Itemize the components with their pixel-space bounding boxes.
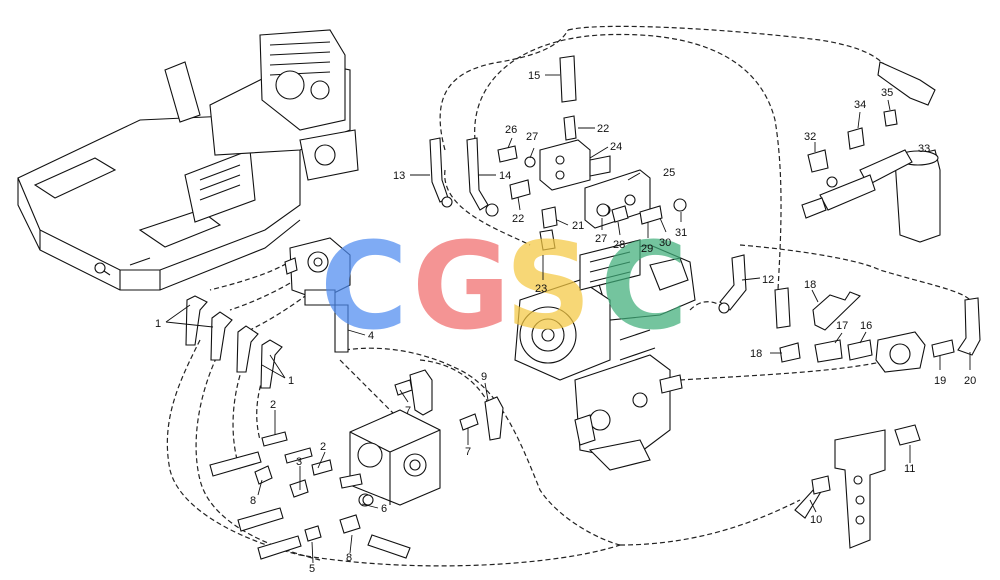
callout-34: 34 <box>854 99 866 111</box>
hose-fittings-1 <box>185 295 283 389</box>
callout-6: 6 <box>381 503 387 515</box>
callout-18: 18 <box>804 279 816 291</box>
callout-2: 2 <box>320 441 326 453</box>
callout-18: 18 <box>750 348 762 360</box>
callout-15: 15 <box>528 70 540 82</box>
callout-12: 12 <box>762 274 774 286</box>
callout-labels: 1 1 2 2 3 4 5 6 7 7 8 8 9 10 11 12 13 14… <box>155 70 976 575</box>
callout-10: 10 <box>810 514 822 526</box>
callout-14: 14 <box>499 170 511 182</box>
callout-30: 30 <box>659 237 671 249</box>
callout-7: 7 <box>465 446 471 458</box>
callout-27: 27 <box>526 131 538 143</box>
callout-22: 22 <box>512 213 524 225</box>
hose-routes <box>166 25 971 567</box>
control-pump-block <box>209 369 504 560</box>
callout-33: 33 <box>918 143 930 155</box>
callout-5: 5 <box>309 563 315 575</box>
leader-lines <box>165 74 971 564</box>
callout-11: 11 <box>904 463 915 475</box>
callout-32: 32 <box>804 131 816 143</box>
callout-4: 4 <box>368 330 374 342</box>
watermark-letter: C <box>320 218 408 357</box>
drive-motor-assembly <box>514 239 696 471</box>
watermark: C G S C <box>320 218 688 357</box>
callout-27: 27 <box>595 233 607 245</box>
watermark-letter: G <box>412 218 511 357</box>
callout-20: 20 <box>964 375 976 387</box>
callout-24: 24 <box>610 141 622 153</box>
right-fittings <box>718 254 981 373</box>
callout-13: 13 <box>393 170 405 182</box>
callout-16: 16 <box>860 320 872 332</box>
callout-17: 17 <box>836 320 848 332</box>
callout-8: 8 <box>346 552 352 564</box>
callout-28: 28 <box>613 239 625 251</box>
callout-3: 3 <box>296 456 302 468</box>
pilot-valve-block <box>284 237 351 353</box>
callout-1: 1 <box>155 318 161 330</box>
callout-9: 9 <box>481 371 487 383</box>
callout-19: 19 <box>934 375 946 387</box>
callout-25: 25 <box>663 167 675 179</box>
callout-23: 23 <box>535 283 547 295</box>
solenoid-valve-group <box>429 55 687 251</box>
callout-7: 7 <box>405 405 411 417</box>
callout-22: 22 <box>597 123 609 135</box>
callout-31: 31 <box>675 227 687 239</box>
pressure-filter-assembly <box>801 61 941 243</box>
callout-1: 1 <box>288 375 294 387</box>
callout-26: 26 <box>505 124 517 136</box>
callout-29: 29 <box>641 243 653 255</box>
callout-2: 2 <box>270 399 276 411</box>
watermark-letter: S <box>505 218 591 357</box>
callout-8: 8 <box>250 495 256 507</box>
mounting-bracket <box>794 424 921 549</box>
watermark-letter: C <box>600 218 688 357</box>
machine-frame <box>17 29 359 291</box>
callout-35: 35 <box>881 87 893 99</box>
callout-21: 21 <box>572 220 584 232</box>
